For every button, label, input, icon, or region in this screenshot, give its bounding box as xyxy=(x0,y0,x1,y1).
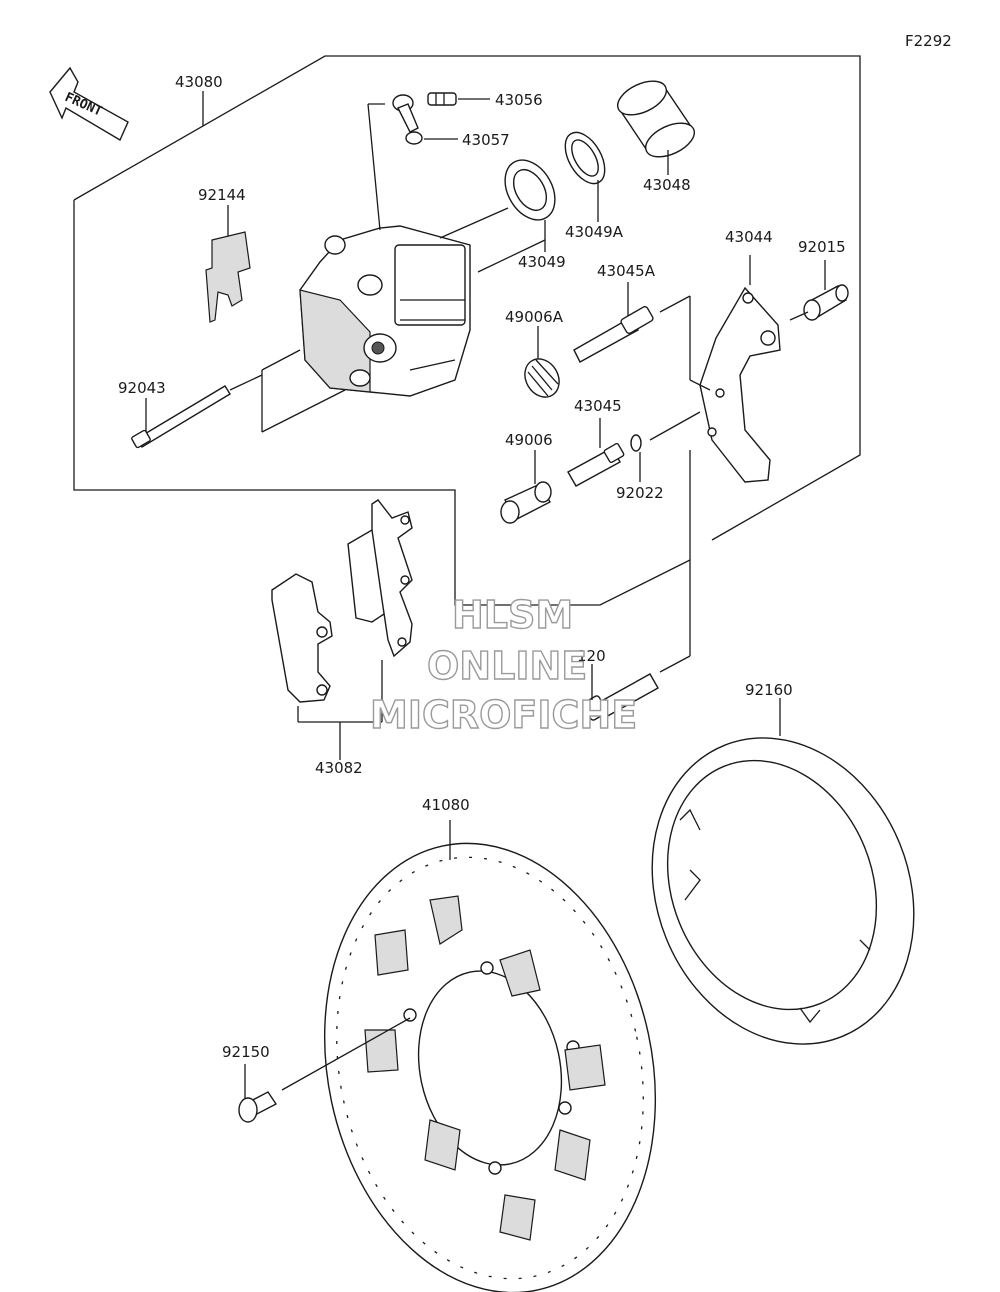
part-label-92043: 92043 xyxy=(118,379,166,397)
bleeder-cap-43057 xyxy=(392,94,458,145)
slide-pin-43045 xyxy=(567,418,625,487)
front-arrow-icon: FRONT xyxy=(49,66,129,142)
ring-92160 xyxy=(651,698,915,1045)
part-label-43045A: 43045A xyxy=(597,262,656,280)
slide-pin-43045A xyxy=(573,282,711,391)
pad-pin-92043 xyxy=(131,385,231,449)
bleeder-valve-43056 xyxy=(427,92,490,106)
part-label-43082: 43082 xyxy=(315,759,363,777)
watermark-line1: HLSM xyxy=(452,593,573,637)
part-label-43056: 43056 xyxy=(495,91,543,109)
boot-49006 xyxy=(500,450,552,524)
part-label-41080: 41080 xyxy=(422,796,470,814)
part-label-43080: 43080 xyxy=(175,73,223,91)
part-label-92144: 92144 xyxy=(198,186,246,204)
part-label-43048: 43048 xyxy=(643,176,691,194)
part-label-43049: 43049 xyxy=(518,253,566,271)
figure-code: F2292 xyxy=(905,32,952,50)
seal-43049 xyxy=(504,159,556,252)
part-label-49006: 49006 xyxy=(505,431,553,449)
part-label-49006A: 49006A xyxy=(505,308,564,326)
caliper-bracket-43044 xyxy=(699,255,781,483)
part-label-92022: 92022 xyxy=(616,484,664,502)
pad-spring-92144 xyxy=(205,205,251,323)
part-label-43044: 43044 xyxy=(725,228,773,246)
part-label-92160: 92160 xyxy=(745,681,793,699)
part-label-92150: 92150 xyxy=(222,1043,270,1061)
caliper-assembly-bracket-line xyxy=(73,55,861,606)
brake-caliper-body xyxy=(299,225,471,397)
disc-bolt-92150 xyxy=(238,1017,411,1123)
seal-43049A xyxy=(564,131,606,222)
part-label-43045: 43045 xyxy=(574,397,622,415)
watermark: HLSM ONLINE MICROFICHE xyxy=(369,592,638,737)
part-label-120: 120 xyxy=(577,647,606,665)
watermark-line3: MICROFICHE xyxy=(370,693,637,737)
watermark-line2: ONLINE xyxy=(427,644,587,688)
boot-92015 xyxy=(789,260,849,321)
brake-disc-41080 xyxy=(323,820,657,1292)
circlip-92022 xyxy=(630,411,701,482)
part-label-92015: 92015 xyxy=(798,238,846,256)
brake-pads-43082 xyxy=(271,499,413,760)
part-label-43049A: 43049A xyxy=(565,223,624,241)
bolt-120 xyxy=(582,450,691,721)
boot-49006A xyxy=(524,326,560,398)
piston-43048 xyxy=(617,80,695,175)
part-label-43057: 43057 xyxy=(462,131,510,149)
